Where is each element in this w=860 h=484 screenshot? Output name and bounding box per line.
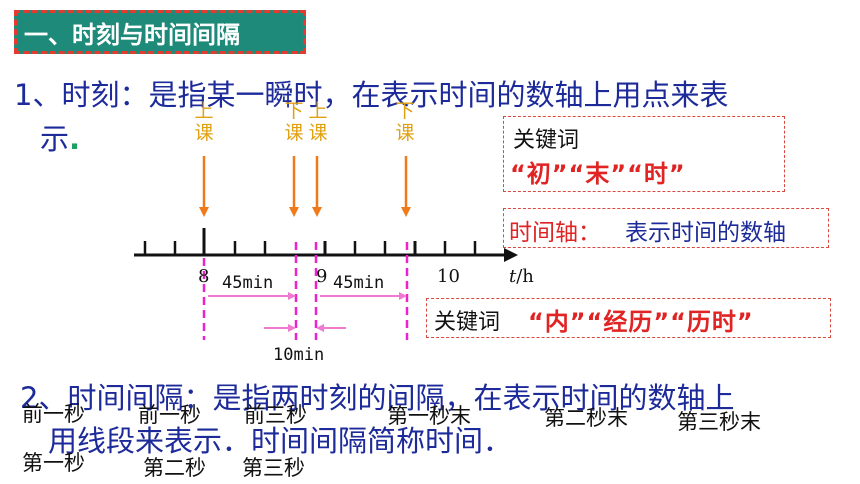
overlay-label: 第一秒末 <box>387 404 471 428</box>
axis-unit: t/h <box>509 266 534 287</box>
axis-unit-var: t <box>509 266 517 287</box>
point2-line2: 用线段来表示．时间间隔简称时间． <box>48 424 513 458</box>
overlay-label: 第三秒 <box>242 456 305 480</box>
keyword-box-interval <box>426 298 831 338</box>
overlay-label: 第三秒末 <box>677 410 761 434</box>
overlay-label: 前一秒 <box>22 402 85 426</box>
tick-label-9: 9 <box>316 266 328 287</box>
point1-line2: 示. <box>40 116 80 158</box>
event-label-top: 上 <box>194 100 214 122</box>
axis-arrowhead <box>504 248 518 262</box>
break-label: 10min <box>273 345 325 365</box>
event-label-top: 下 <box>395 100 415 122</box>
point1-line1: 1、时刻：是指某一瞬时，在表示时间的数轴上用点来表 <box>14 78 729 112</box>
overlay-label: 前三秒 <box>244 403 307 427</box>
timeline-definition-label: 时间轴： <box>509 220 601 246</box>
timeline-definition-text: 表示时间的数轴 <box>625 220 786 246</box>
keyword-box-interval-words: “内”“经历”“历时” <box>528 308 754 336</box>
keyword-box-moment-words: “初”“末”“时” <box>510 160 686 188</box>
overlay-label: 第二秒 <box>143 456 206 480</box>
event-label-class-start-2: 上 课 <box>307 100 329 144</box>
event-label-top: 上 <box>308 100 328 122</box>
event-label-bottom: 课 <box>284 122 304 144</box>
tick-label-10: 10 <box>437 266 460 287</box>
interval-label-2: 45min <box>333 273 385 293</box>
axis-minor-ticks <box>143 241 477 255</box>
point1-line2-text: 示 <box>40 122 70 156</box>
event-label-bottom: 课 <box>194 122 214 144</box>
event-label-top: 下 <box>284 100 304 122</box>
point1-period: . <box>69 122 81 156</box>
moment-dash-lines <box>202 242 409 340</box>
event-label-bottom: 课 <box>308 122 328 144</box>
point2-line1: 2、时间间隔：是指两时刻的间隔，在表示时间的数轴上 <box>20 381 735 415</box>
section-title-box <box>14 10 306 54</box>
interval-label-1: 45min <box>222 273 274 293</box>
event-label-bottom: 课 <box>395 122 415 144</box>
tick-label-8: 8 <box>198 266 210 287</box>
keyword-box-moment <box>503 116 785 192</box>
overlay-label: 第一秒 <box>22 451 85 475</box>
event-label-class-start-1: 上 课 <box>193 100 215 144</box>
keyword-box-interval-title: 关键词 <box>434 310 501 335</box>
axis-unit-rest: /h <box>516 266 534 287</box>
timeline-definition-box <box>503 208 829 248</box>
section-title: 一、时刻与时间间隔 <box>24 21 240 49</box>
overlay-label: 第二秒末 <box>544 406 628 430</box>
axis-major-ticks <box>202 228 417 255</box>
overlay-label: 前一秒 <box>138 403 201 427</box>
event-label-class-end-2: 下 课 <box>394 100 416 144</box>
event-label-class-end-1: 下 课 <box>283 100 305 144</box>
keyword-box-moment-title: 关键词 <box>513 128 580 153</box>
